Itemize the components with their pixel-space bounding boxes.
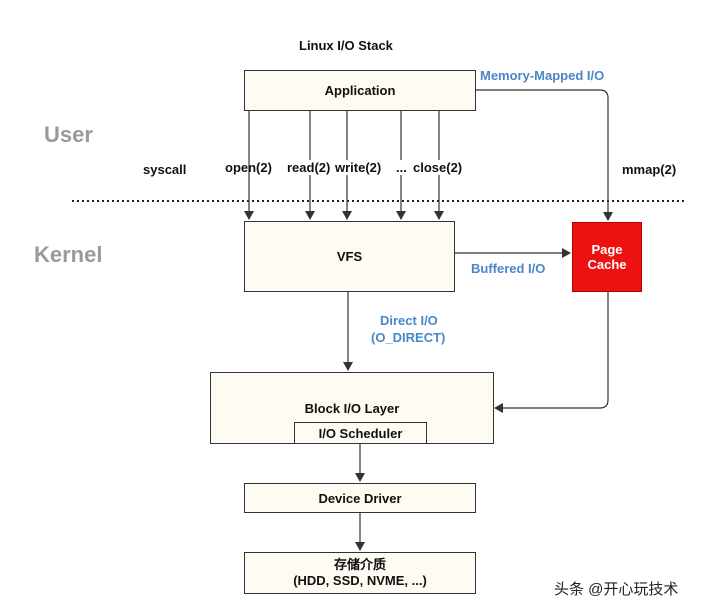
syscall-write-label: write(2) bbox=[335, 160, 382, 175]
io-scheduler-box: I/O Scheduler bbox=[294, 422, 427, 444]
device-driver-label: Device Driver bbox=[318, 490, 402, 506]
diagram-title: Linux I/O Stack bbox=[299, 38, 393, 53]
page-cache-label-line2: Cache bbox=[587, 257, 627, 272]
page-cache-label-line1: Page bbox=[591, 242, 623, 257]
buffered-io-label: Buffered I/O bbox=[471, 261, 546, 276]
memory-mapped-io-label: Memory-Mapped I/O bbox=[480, 68, 605, 83]
storage-box: 存储介质 (HDD, SSD, NVME, ...) bbox=[244, 552, 476, 594]
user-zone-label: User bbox=[44, 122, 93, 147]
mmap-label: mmap(2) bbox=[622, 162, 677, 177]
kernel-zone-label: Kernel bbox=[34, 242, 103, 267]
direct-io-label-line2: (O_DIRECT) bbox=[371, 330, 446, 345]
vfs-box: VFS bbox=[244, 221, 455, 292]
direct-io-label-line1: Direct I/O bbox=[380, 313, 438, 328]
application-label: Application bbox=[324, 83, 396, 98]
io-scheduler-label: I/O Scheduler bbox=[318, 425, 403, 441]
syscall-label: syscall bbox=[143, 162, 187, 177]
syscall-open-label: open(2) bbox=[225, 160, 272, 175]
storage-label-line1: 存储介质 bbox=[333, 557, 386, 572]
cache-to-block-arrow bbox=[494, 292, 609, 413]
watermark: 头条 @开心玩技术 bbox=[554, 581, 679, 598]
vfs-label: VFS bbox=[336, 249, 363, 264]
application-box: Application bbox=[244, 70, 476, 111]
syscall-read-label: read(2) bbox=[287, 160, 331, 175]
page-cache-box: Page Cache bbox=[572, 222, 642, 292]
storage-label-line2: (HDD, SSD, NVME, ...) bbox=[293, 573, 427, 588]
device-driver-box: Device Driver bbox=[244, 483, 476, 513]
syscall-ellipsis-label: ... bbox=[396, 160, 407, 175]
syscall-close-label: close(2) bbox=[413, 160, 463, 175]
mmap-arrow bbox=[476, 89, 613, 221]
block-io-layer-label: Block I/O Layer bbox=[304, 401, 400, 416]
